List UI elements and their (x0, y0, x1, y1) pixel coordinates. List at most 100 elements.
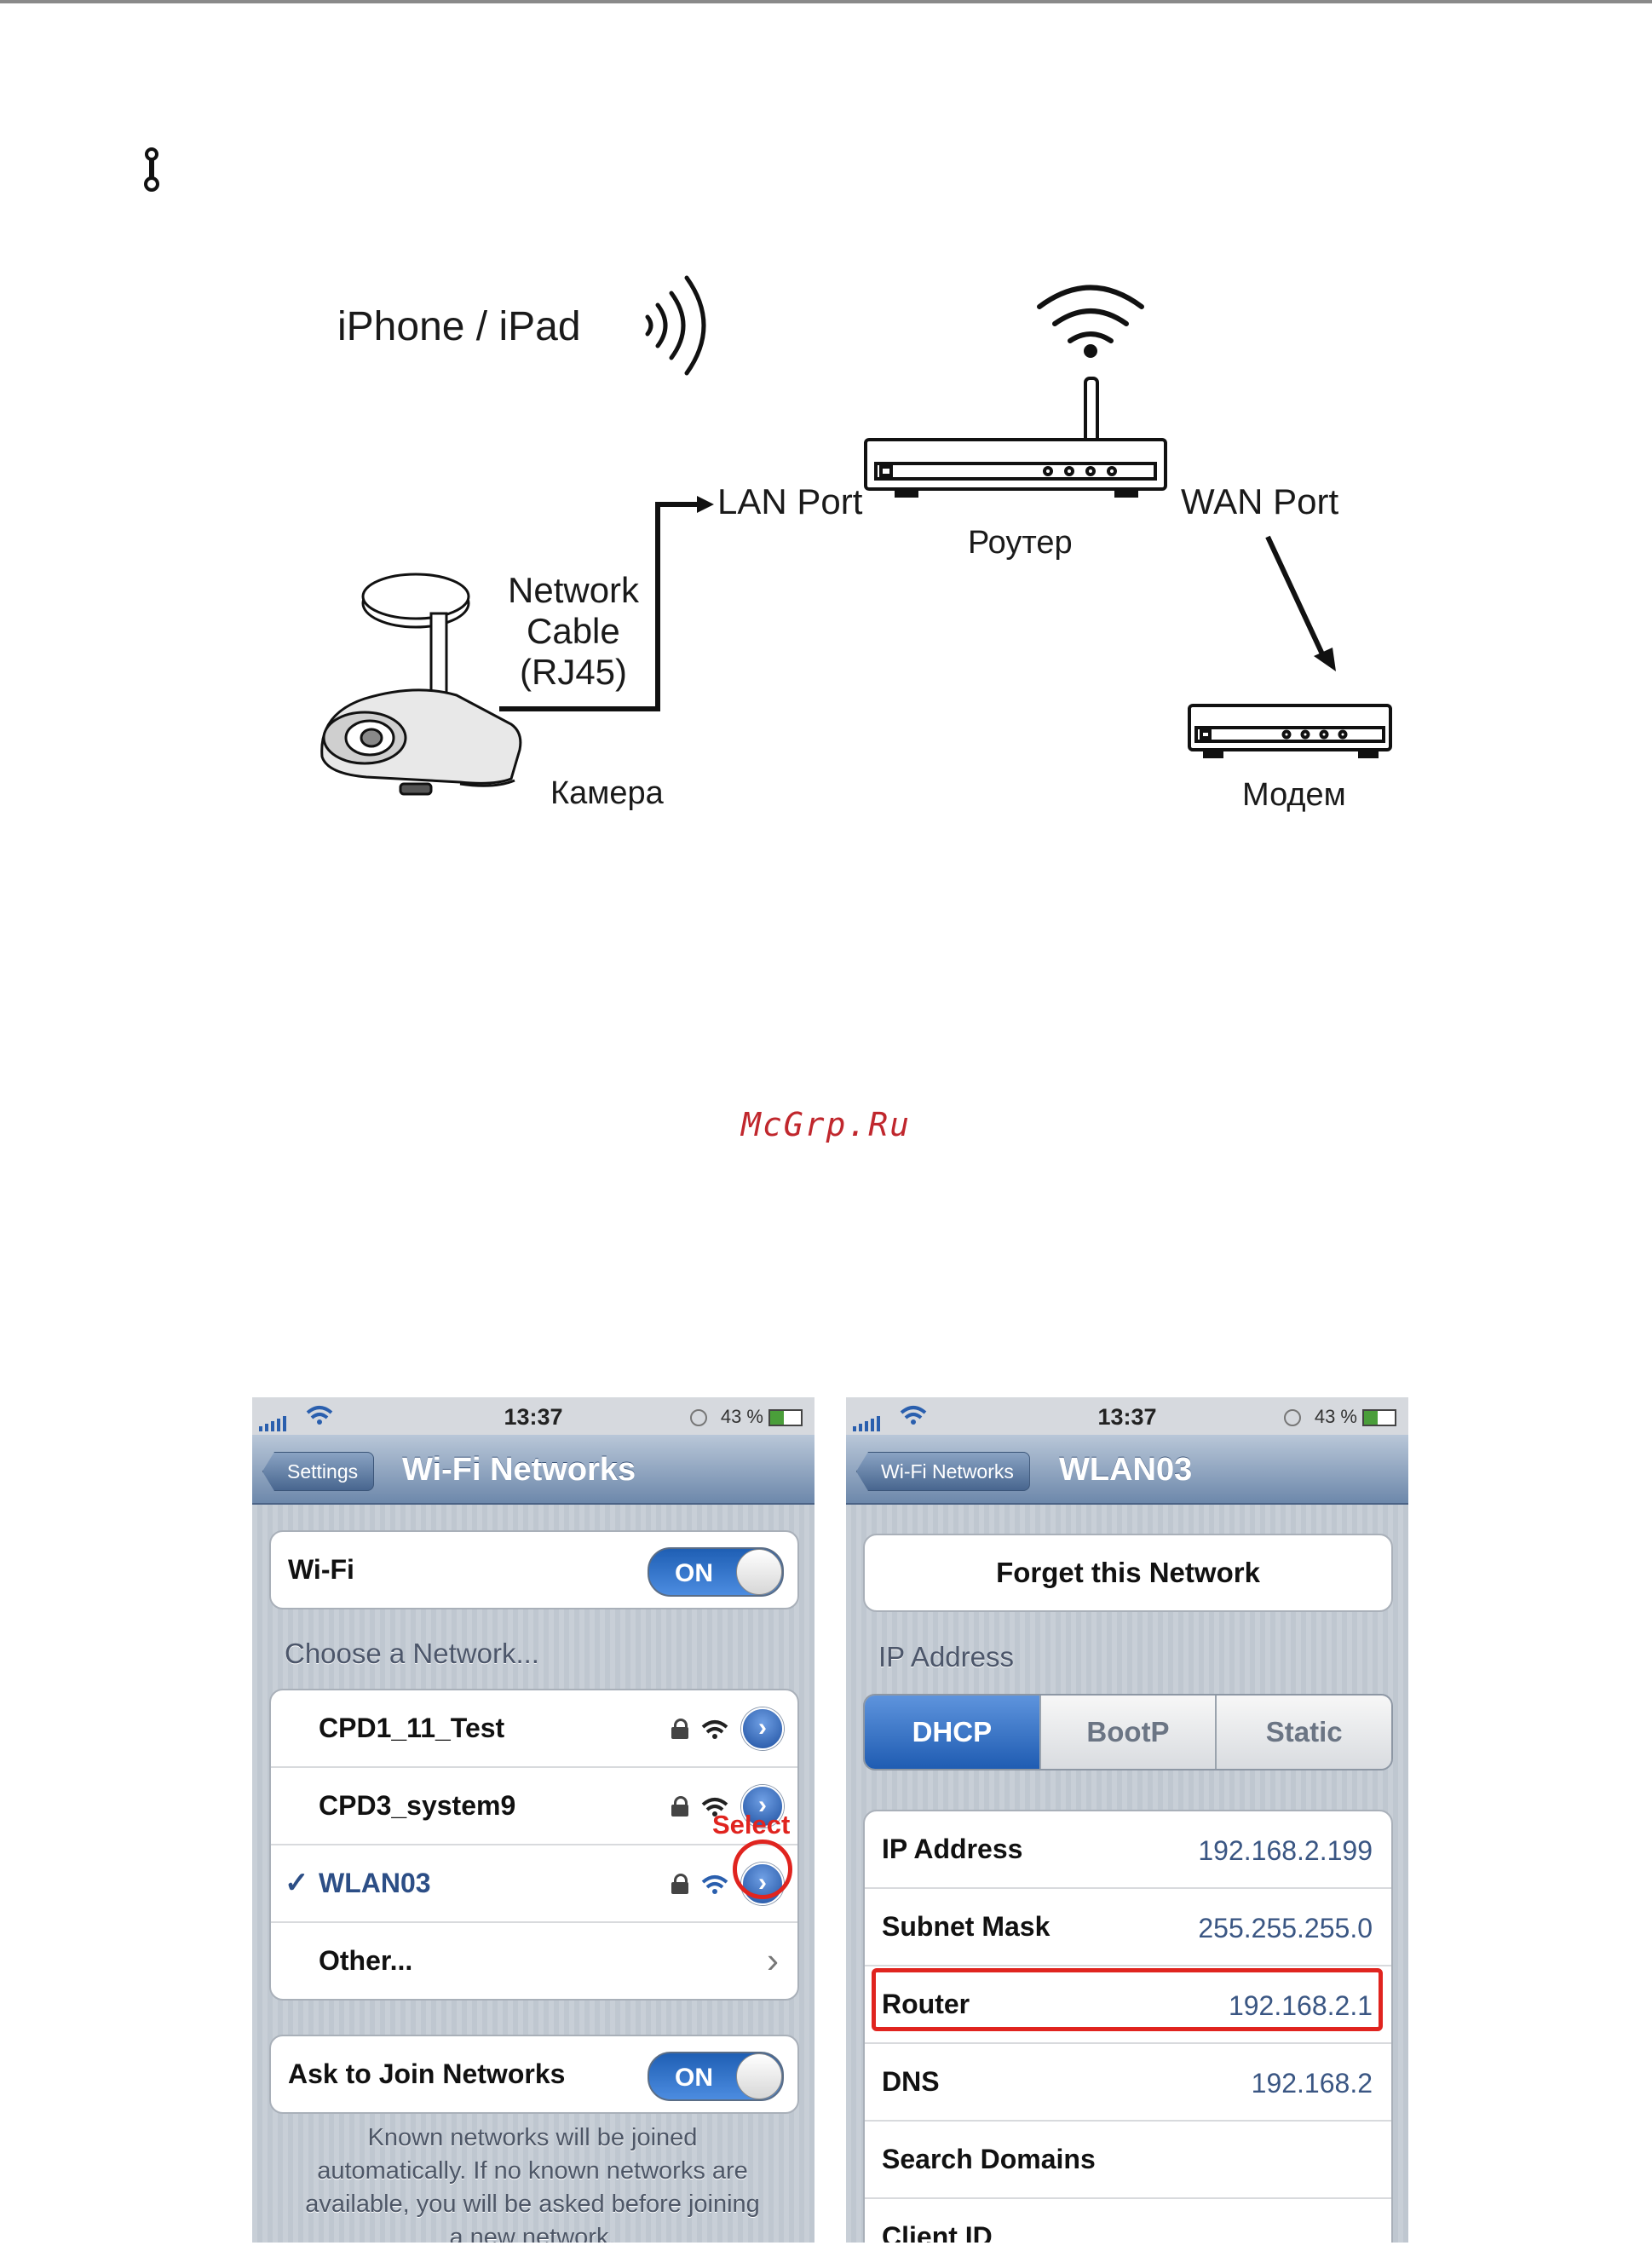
ip-row-label: IP Address (882, 1834, 1023, 1864)
ip-row-value: 192.168.2.1 (1228, 1990, 1373, 2021)
ip-row: Router 192.168.2.1 (865, 1966, 1391, 2044)
ip-row-label: DNS (882, 2066, 940, 2097)
ask-join-group: Ask to Join Networks ON (269, 2035, 799, 2114)
network-list: CPD1_11_Test › CPD3_system9 › ✓ WLAN03 ›… (269, 1689, 799, 2001)
ip-row-value: 192.168.2 (1251, 2068, 1373, 2099)
forget-network-button[interactable]: Forget this Network (863, 1534, 1393, 1612)
back-button-settings[interactable]: Settings (262, 1452, 375, 1491)
lock-icon (671, 1796, 688, 1817)
wan-arrow (1265, 535, 1327, 659)
navigation-bar: Wi-Fi Networks WLAN03 (846, 1435, 1408, 1505)
wifi-toggle-label: ON (675, 1559, 713, 1587)
other-network-row[interactable]: Other... › (271, 1923, 797, 1999)
detail-disclosure-icon[interactable]: › (741, 1707, 784, 1750)
signal-icon (259, 1416, 286, 1431)
battery-icon (768, 1409, 803, 1426)
lock-icon (671, 1874, 688, 1894)
network-name: CPD1_11_Test (319, 1713, 505, 1743)
status-time: 13:37 (1097, 1404, 1157, 1430)
phone-screenshot-wifi-networks: 13:37 43 % Settings Wi-Fi Networks Wi-Fi… (252, 1397, 814, 2243)
wifi-strength-icon (701, 1798, 728, 1817)
footer-line: a new network. (449, 2224, 616, 2243)
wifi-status-icon (900, 1406, 927, 1425)
network-name: CPD3_system9 (319, 1790, 516, 1821)
segment-static[interactable]: Static (1215, 1696, 1391, 1769)
footer-line: Known networks will be joined (367, 2124, 698, 2151)
modem-label: Модем (1242, 777, 1346, 813)
network-cable-label-3: (RJ45) (520, 652, 628, 692)
signal-icon (853, 1416, 880, 1431)
ip-row-label: Client ID (882, 2221, 993, 2243)
ask-join-label: Ask to Join Networks (288, 2058, 566, 2089)
ip-row: Subnet Mask 255.255.255.0 (865, 1889, 1391, 1966)
network-diagram: iPhone / iPad LAN Port WAN Port Роутер N… (307, 256, 1448, 843)
battery-percent: 43 % (720, 1406, 763, 1427)
battery-percent: 43 % (1314, 1406, 1357, 1427)
camera-icon (320, 573, 522, 796)
footer-line: automatically. If no known networks are (317, 2157, 748, 2185)
watermark: McGrp.Ru (740, 1106, 912, 1143)
nav-title: Wi-Fi Networks (402, 1452, 636, 1488)
wifi-toggle[interactable]: ON (648, 1547, 784, 1597)
ip-row-value: 255.255.255.0 (1198, 1913, 1373, 1943)
nav-title: WLAN03 (1059, 1452, 1193, 1488)
segment-dhcp[interactable]: DHCP (865, 1696, 1039, 1769)
router-icon (864, 377, 1167, 498)
other-label: Other... (319, 1945, 413, 1976)
wireless-signal-icon (645, 275, 706, 376)
router-label: Роутер (968, 525, 1073, 561)
status-time: 13:37 (504, 1404, 563, 1430)
status-bar: 13:37 43 % (252, 1397, 814, 1435)
segment-bootp[interactable]: BootP (1039, 1696, 1216, 1769)
camera-label: Камера (550, 775, 664, 811)
ask-join-row: Ask to Join Networks ON (271, 2036, 797, 2112)
ip-row-value: 192.168.2.199 (1198, 1835, 1373, 1866)
network-row[interactable]: CPD1_11_Test › (271, 1690, 797, 1768)
ask-join-toggle-label: ON (675, 2064, 713, 2092)
status-bar: 13:37 43 % (846, 1397, 1408, 1435)
footer-line: available, you will be asked before join… (305, 2191, 760, 2218)
detail-disclosure-icon[interactable]: › (741, 1785, 784, 1828)
ask-join-footer: Known networks will be joined automatica… (283, 2122, 782, 2243)
choose-network-header: Choose a Network... (285, 1638, 539, 1669)
router-highlight-box (872, 1968, 1383, 2031)
wifi-strength-icon (701, 1720, 728, 1739)
iphone-ipad-label: iPhone / iPad (337, 304, 581, 349)
toggle-knob (736, 1549, 782, 1595)
navigation-bar: Settings Wi-Fi Networks (252, 1435, 814, 1505)
toggle-knob (736, 2053, 782, 2099)
checkmark-icon: ✓ (285, 1867, 309, 1899)
ip-details-group: IP Address 192.168.2.199 Subnet Mask 255… (863, 1810, 1393, 2243)
select-annotation: Select (712, 1810, 791, 1840)
network-cable-label-2: Cable (527, 611, 620, 651)
wan-port-label: WAN Port (1181, 481, 1339, 521)
ip-address-header: IP Address (878, 1641, 1014, 1673)
network-row[interactable]: CPD3_system9 › (271, 1768, 797, 1845)
top-rule (0, 0, 1652, 3)
network-row-selected[interactable]: ✓ WLAN03 › (271, 1845, 797, 1923)
ip-mode-segmented-control: DHCP BootP Static (863, 1694, 1393, 1770)
wifi-strength-icon (701, 1875, 728, 1894)
lock-rotation-icon (690, 1409, 707, 1426)
diagram-drawing (320, 275, 1392, 796)
ip-row-label: Subnet Mask (882, 1911, 1050, 1942)
lock-icon (671, 1719, 688, 1739)
back-button-wifi-networks[interactable]: Wi-Fi Networks (856, 1452, 1030, 1491)
router-wifi-icon (1037, 285, 1144, 358)
lan-arrowhead (697, 496, 714, 513)
battery-icon (1362, 1409, 1396, 1426)
modem-icon (1188, 704, 1392, 758)
wifi-label: Wi-Fi (288, 1554, 354, 1585)
wifi-toggle-group: Wi-Fi ON (269, 1530, 799, 1609)
select-highlight-circle (733, 1840, 792, 1899)
ask-join-toggle[interactable]: ON (648, 2052, 784, 2101)
ip-row: Search Domains (865, 2122, 1391, 2199)
lan-port-label: LAN Port (717, 481, 863, 521)
chevron-right-icon: › (767, 1940, 779, 1980)
ip-row: DNS 192.168.2 (865, 2044, 1391, 2122)
ip-row-label: Search Domains (882, 2144, 1096, 2174)
ip-row: Client ID (865, 2199, 1391, 2243)
wifi-row: Wi-Fi ON (271, 1532, 797, 1608)
wifi-status-icon (306, 1406, 333, 1425)
network-cable-line (499, 502, 700, 711)
